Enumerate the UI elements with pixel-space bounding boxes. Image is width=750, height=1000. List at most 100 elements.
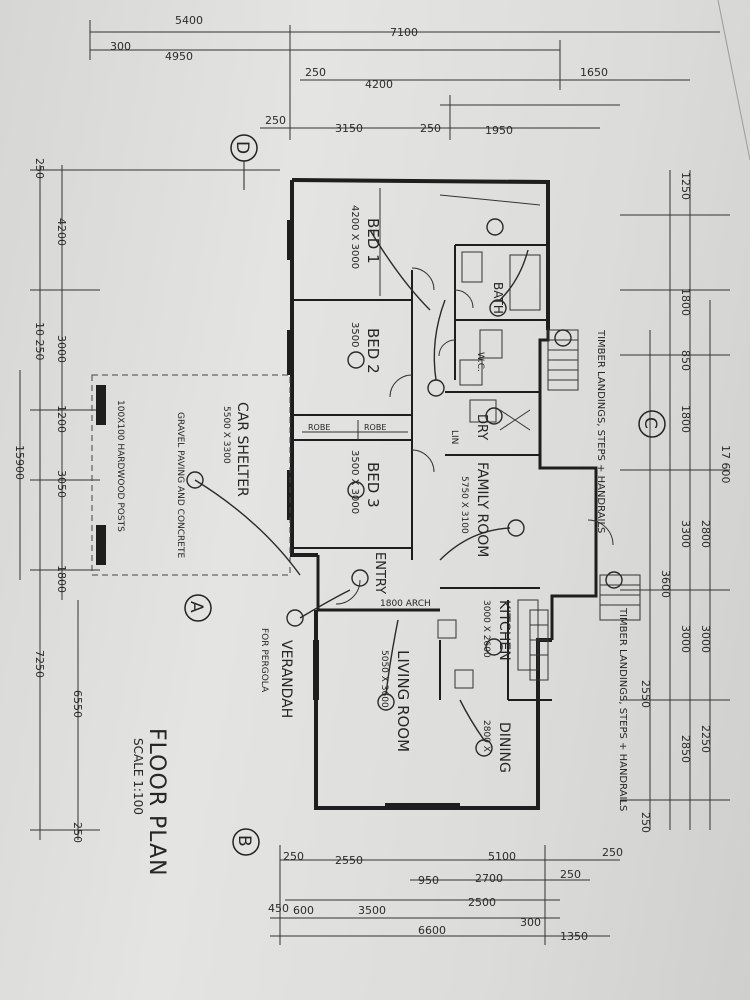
plan-scale: SCALE 1:100 (131, 738, 145, 815)
dim-bottom-7: 250 (560, 868, 581, 881)
grid-marker-c-label: C (640, 417, 660, 429)
dim-left-8: 1800 (55, 565, 68, 593)
dim-left-11: 250 (71, 822, 84, 843)
dim-top-7: 4200 (365, 78, 393, 91)
dim-right-12: 2250 (699, 725, 712, 753)
room-car-shelter-label: CAR SHELTER (234, 402, 250, 497)
note-posts: 100X100 HARDWOOD POSTS (115, 400, 125, 532)
room-dry-label: DRY (474, 414, 489, 440)
dim-top-8: 250 (265, 114, 286, 127)
dim-left-7: 15900 (13, 445, 26, 480)
note-arch: 1800 ARCH (380, 599, 431, 609)
room-kitchen-size: 3000 X 2600 (481, 600, 491, 658)
room-bed2-size: 3500 (349, 322, 360, 347)
car-shelter-outline (91, 374, 291, 576)
dim-left-3: 3000 (55, 335, 68, 363)
room-living-size: 5050 X 3600 (379, 650, 389, 708)
dim-bottom-12: 300 (520, 916, 541, 929)
timber-stairs (529, 329, 641, 681)
dim-right-10: 3000 (679, 625, 692, 653)
electrical-layout (186, 218, 623, 757)
sheet-edge (717, 0, 750, 161)
dim-right-14: 250 (639, 812, 652, 833)
grid-marker-b (232, 828, 260, 856)
dim-bottom-4: 250 (602, 846, 623, 859)
room-living-label: LIVING ROOM (394, 650, 412, 752)
dimension-lines-left (19, 165, 280, 840)
grid-marker-a (184, 594, 212, 622)
room-bed3-label: BED 3 (364, 462, 382, 508)
dim-bottom-13: 6600 (418, 924, 446, 937)
dim-right-8: 3600 (659, 570, 672, 598)
dim-right-6: 2800 (699, 520, 712, 548)
dim-left-5: 1200 (55, 405, 68, 433)
room-verandah-label: VERANDAH (278, 640, 294, 718)
dim-bottom-9: 600 (293, 904, 314, 917)
room-bed3-size: 3500 X 3000 (349, 450, 360, 514)
dim-bottom-5: 950 (418, 874, 439, 887)
grid-marker-c (638, 410, 666, 438)
grid-marker-d-label: D (232, 141, 252, 154)
door-swings (335, 267, 614, 605)
dimension-lines-bottom (270, 845, 620, 945)
dim-right-11: 2550 (639, 680, 652, 708)
room-bed1-size: 4200 X 3000 (349, 205, 360, 269)
dim-right-4: 1800 (679, 405, 692, 433)
dim-right-5: 17 600 (719, 445, 732, 484)
robe-1-label: ROBE (308, 423, 330, 432)
room-dining-label: DINING (496, 722, 512, 773)
dim-left-1: 250 (33, 158, 46, 179)
dim-top-4: 300 (110, 40, 131, 53)
dim-top-11: 1950 (485, 124, 513, 137)
robe-2-label: ROBE (364, 423, 386, 432)
dim-bottom-11: 2500 (468, 896, 496, 909)
dim-top-3: 4950 (165, 50, 193, 63)
dim-left-4: 10 250 (33, 322, 46, 361)
building-walls (287, 178, 598, 810)
dim-right-13: 2850 (679, 735, 692, 763)
dim-right-7: 3300 (679, 520, 692, 548)
room-family-label: FAMILY ROOM (474, 462, 490, 557)
grid-marker-d (230, 134, 258, 190)
plan-title: FLOOR PLAN (144, 728, 169, 877)
room-family-size: 5750 X 3100 (459, 476, 469, 534)
grid-marker-b-label: B (234, 835, 254, 847)
dimension-lines-right (620, 170, 730, 830)
room-wc-label: W.C. (475, 352, 485, 372)
dim-bottom-3: 5100 (488, 850, 516, 863)
room-bath-label: BATH (491, 282, 505, 314)
room-dining-size: 2800 X (481, 720, 491, 752)
dim-left-2: 4200 (55, 218, 68, 246)
dim-top-2: 7100 (390, 26, 418, 39)
note-timber-bottom: TIMBER LANDINGS, STEPS + HANDRAILS (617, 607, 628, 811)
dim-right-3: 850 (679, 350, 692, 371)
note-pergola: FOR PERGOLA (259, 628, 269, 693)
room-car-shelter-size: 5500 X 3300 (221, 406, 231, 464)
bath-fixtures (437, 251, 541, 689)
dim-top-1: 5400 (175, 14, 203, 27)
dim-bottom-1: 250 (283, 850, 304, 863)
room-entry-label: ENTRY (372, 552, 387, 594)
dim-bottom-10: 3500 (358, 904, 386, 917)
dimension-lines-top (89, 20, 720, 140)
dim-left-10: 6550 (71, 690, 84, 718)
room-bed2-label: BED 2 (364, 328, 382, 374)
dim-left-9: 7250 (33, 650, 46, 678)
dim-bottom-6: 2700 (475, 872, 503, 885)
note-timber-top: TIMBER LANDINGS, STEPS + HANDRAILS (595, 329, 606, 533)
dim-top-9: 3150 (335, 122, 363, 135)
dim-top-6: 250 (305, 66, 326, 79)
dim-bottom-14: 1350 (560, 930, 588, 943)
dim-right-1: 1250 (679, 172, 692, 200)
grid-marker-a-label: A (186, 601, 206, 613)
note-paving: GRAVEL PAVING AND CONCRETE (175, 412, 185, 558)
room-bed1-label: BED 1 (364, 218, 382, 264)
dim-right-9: 3000 (699, 625, 712, 653)
room-kitchen-label: KITCHEN (496, 600, 512, 661)
dim-top-5: 1650 (580, 66, 608, 79)
dim-top-10: 250 (420, 122, 441, 135)
dim-left-6: 3050 (55, 470, 68, 498)
dim-right-2: 1800 (679, 288, 692, 316)
